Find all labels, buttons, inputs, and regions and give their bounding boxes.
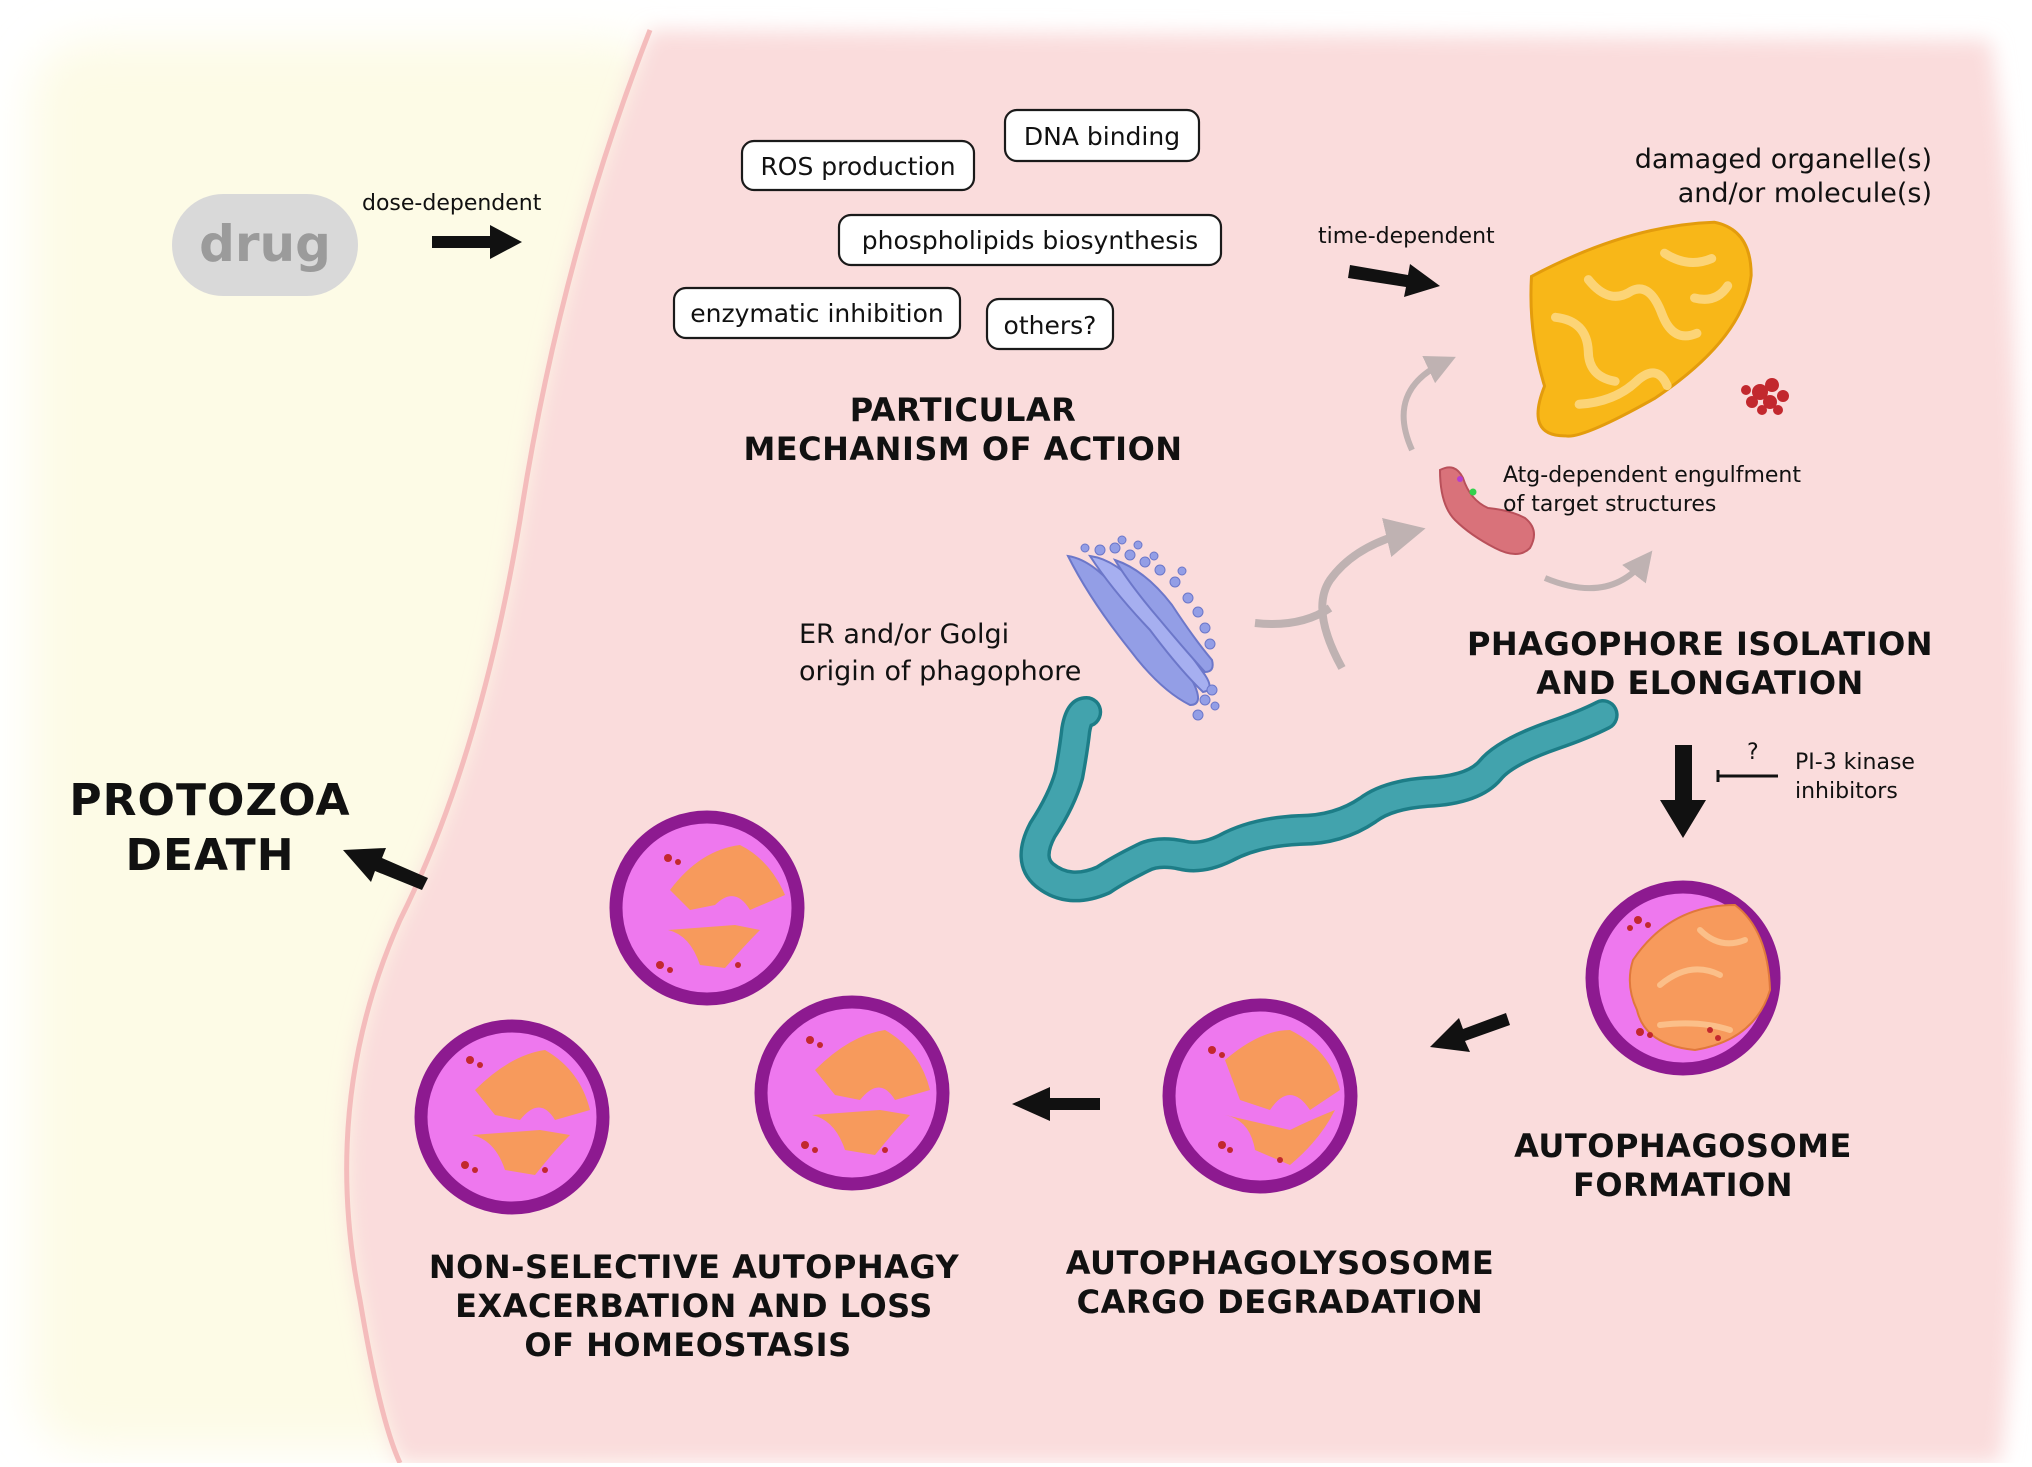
atg-marker-green xyxy=(1469,488,1477,496)
pi3k-line2: inhibitors xyxy=(1795,779,1898,804)
er-golgi-stack xyxy=(1066,535,1220,721)
dose-arrow-icon xyxy=(432,225,522,259)
dose-dependent-label: dose-dependent xyxy=(362,191,542,216)
drug-label: drug xyxy=(199,215,331,273)
mechanism-enzymatic-label: enzymatic inhibition xyxy=(690,299,944,328)
autophagolysosome-line1: AUTOPHAGOLYSOSOME xyxy=(1066,1244,1495,1282)
damaged-protein xyxy=(1741,378,1789,415)
time-dependent-label: time-dependent xyxy=(1318,224,1495,249)
nonselective-line1: NON-SELECTIVE AUTOPHAGY xyxy=(429,1248,960,1286)
pi3k-question: ? xyxy=(1747,740,1759,765)
mechanism-enzymatic: enzymatic inhibition xyxy=(672,286,962,340)
autophagosome-vesicle xyxy=(1585,880,1781,1076)
arrow-to-autophagolysosome-icon xyxy=(1430,1013,1510,1052)
death-line1: PROTOZOA xyxy=(69,775,350,826)
drug-blob xyxy=(172,194,358,296)
atg-marker-purple xyxy=(1457,476,1463,482)
damaged-line1: damaged organelle(s) xyxy=(1635,144,1932,175)
atg-line2: of target structures xyxy=(1503,492,1716,517)
mechanism-phospholipids: phospholipids biosynthesis xyxy=(837,213,1223,267)
curved-arrow-right xyxy=(1543,550,1653,592)
nonselective-line3: OF HOMEOSTASIS xyxy=(524,1326,851,1364)
tubule-body xyxy=(1022,699,1616,899)
curved-arrow-up xyxy=(1400,356,1456,452)
mechanism-title-line1: PARTICULAR xyxy=(850,391,1076,429)
time-arrow-icon xyxy=(1348,264,1440,297)
atg-line1: Atg-dependent engulfment xyxy=(1503,463,1801,488)
phagophore xyxy=(1438,466,1535,555)
autophagolysosome-vesicle xyxy=(1162,998,1358,1194)
mechanism-dna-binding: DNA binding xyxy=(1003,108,1201,163)
degraded-vesicle-top xyxy=(609,810,805,1006)
death-line2: DEATH xyxy=(125,830,294,881)
mechanism-others-label: others? xyxy=(1004,311,1097,340)
degraded-vesicle-left xyxy=(414,1019,610,1215)
autophagosome-line1: AUTOPHAGOSOME xyxy=(1514,1127,1852,1165)
phagophore-line1: PHAGOPHORE ISOLATION xyxy=(1467,625,1933,663)
mitochondrion xyxy=(1529,220,1753,438)
mechanism-title-line2: MECHANISM OF ACTION xyxy=(743,430,1182,468)
er-merge-arrow-b xyxy=(1318,518,1426,670)
phagophore-line2: AND ELONGATION xyxy=(1536,664,1864,702)
damaged-line2: and/or molecule(s) xyxy=(1678,178,1932,209)
autophagosome-line2: FORMATION xyxy=(1573,1166,1793,1204)
mechanism-ros-label: ROS production xyxy=(760,152,955,181)
mechanism-phospholipids-label: phospholipids biosynthesis xyxy=(862,226,1198,255)
down-arrow-icon xyxy=(1660,745,1706,838)
arrow-to-degradation-icon xyxy=(1012,1087,1100,1121)
autophagolysosome-line2: CARGO DEGRADATION xyxy=(1077,1283,1484,1321)
arrow-to-death-icon xyxy=(343,848,428,890)
drug-node: drug xyxy=(172,194,358,296)
pi3k-line1: PI-3 kinase xyxy=(1795,750,1915,775)
degraded-vesicle-middle xyxy=(754,995,950,1191)
nonselective-line2: EXACERBATION AND LOSS xyxy=(455,1287,933,1325)
pi3k-inhibition-icon xyxy=(1716,770,1778,782)
mechanism-dna-label: DNA binding xyxy=(1024,122,1180,151)
er-golgi-line1: ER and/or Golgi xyxy=(799,619,1009,650)
mechanism-ros: ROS production xyxy=(740,139,976,192)
cell-membrane-edge xyxy=(344,29,653,1465)
mechanism-others: others? xyxy=(985,297,1115,351)
er-golgi-line2: origin of phagophore xyxy=(799,656,1081,687)
